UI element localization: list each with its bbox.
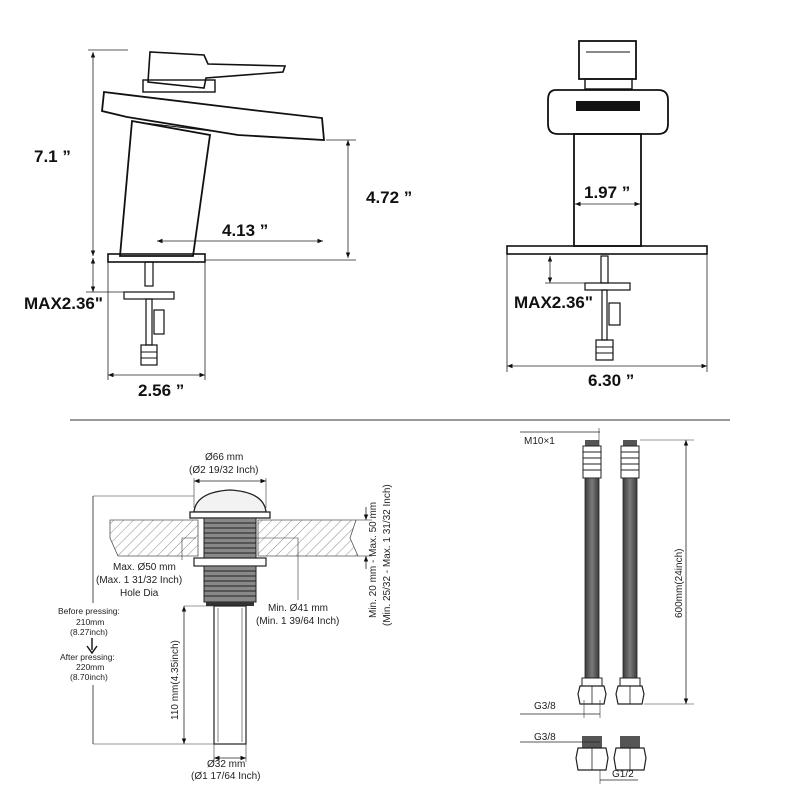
spout-reach-label: 4.13 ” xyxy=(222,221,268,240)
base-width-label: 2.56 ” xyxy=(138,381,184,400)
after-pressing-mm: 220mm xyxy=(76,662,104,672)
drain-threaded-body xyxy=(193,517,267,606)
front-max-deck-label: MAX2.36ʺ xyxy=(514,293,593,312)
hose-left xyxy=(577,440,607,705)
tail-diameter-inch-label: (Ø1 17/64 Inch) xyxy=(191,771,260,782)
before-pressing-inch: (8.27inch) xyxy=(70,627,108,637)
mounting-hardware xyxy=(123,261,175,366)
top-thread-label: M10×1 xyxy=(524,436,555,447)
faucet-spout xyxy=(101,90,325,141)
before-pressing-mm: 210mm xyxy=(76,617,104,627)
hose-right xyxy=(615,440,645,705)
thickness-inch-label: (Min. 25/32 - Max. 1 31/32 Inch) xyxy=(382,484,393,626)
water-outlet xyxy=(576,101,640,111)
body-width-label: 1.97 ” xyxy=(584,183,630,202)
cap-diameter-label: Ø66 mm xyxy=(205,452,243,463)
countertop-section xyxy=(109,519,359,557)
hole-dia-label: Hole Dia xyxy=(120,588,159,599)
spout-height-label: 4.72 ” xyxy=(366,188,412,207)
front-base-plate xyxy=(506,245,708,255)
adapter-right xyxy=(613,736,647,771)
hole-min-label: Min. Ø41 mm xyxy=(268,603,328,614)
hole-max-inch-label: (Max. 1 31/32 Inch) xyxy=(96,575,182,586)
valve-thread-label: G1/2 xyxy=(612,769,634,780)
tail-length-label: 110 mm(4.35inch) xyxy=(170,640,181,720)
hole-max-label: Max. Ø50 mm xyxy=(113,562,176,573)
faucet-front-view: 1.97 ” MAX2.36ʺ 6.30 ” xyxy=(506,40,708,390)
front-mounting-hardware xyxy=(584,255,631,361)
faucet-body xyxy=(119,119,212,257)
hose-end-thread-label: G3/8 xyxy=(534,701,556,712)
pop-up-drain-diagram: Ø66 mm (Ø2 19/32 Inch) Max. Ø50 mm (Max.… xyxy=(56,452,393,782)
faucet-handle xyxy=(142,51,287,93)
height-label: 7.1 ” xyxy=(34,147,71,166)
hose-length-label: 600mm(24inch) xyxy=(674,549,685,618)
drain-tailpiece xyxy=(213,605,247,745)
faucet-base-plate xyxy=(107,253,206,263)
front-handle xyxy=(578,40,637,90)
before-pressing-label: Before pressing: xyxy=(58,606,120,616)
plate-width-label: 6.30 ” xyxy=(588,371,634,390)
adapter-left xyxy=(575,736,609,771)
pressing-down-arrow xyxy=(86,638,98,655)
adapter-thread-label: G3/8 xyxy=(534,732,556,743)
after-pressing-inch: (8.70inch) xyxy=(70,672,108,682)
tail-diameter-label: Ø32 mm xyxy=(207,759,245,770)
cap-diameter-inch-label: (Ø2 19/32 Inch) xyxy=(189,465,258,476)
side-max-deck-label: MAX2.36ʺ xyxy=(24,294,103,313)
after-pressing-label: After pressing: xyxy=(60,652,115,662)
hole-min-inch-label: (Min. 1 39/64 Inch) xyxy=(256,616,339,627)
front-spout xyxy=(547,89,669,135)
supply-hoses-diagram: M10×1 600mm(24inch) G3/8 G3/8 G1/2 xyxy=(520,428,694,784)
thickness-label: Min. 20 mm - Max. 50 mm xyxy=(368,502,379,618)
faucet-side-view: 7.1 ” 4.72 ” 4.13 ” MAX2.36ʺ 2.56 ” xyxy=(24,49,412,400)
drain-cap xyxy=(189,489,271,519)
